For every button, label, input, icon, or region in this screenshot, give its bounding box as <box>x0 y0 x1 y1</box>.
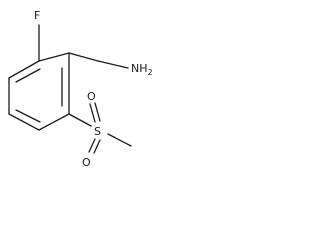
c-ch2-bond <box>68 52 99 62</box>
ch2-n-bond <box>97 60 129 69</box>
ring-bond <box>8 60 40 79</box>
molecule-structure: F NH2 S O O <box>8 9 153 169</box>
ring-bond <box>38 52 70 62</box>
s-o-double-bond-lower <box>88 138 96 153</box>
ring-bond <box>38 113 70 131</box>
benzene-ring <box>8 52 70 131</box>
c-s-bond <box>68 113 92 127</box>
ring-double-bond <box>15 68 41 83</box>
s-o-double-bond-upper <box>94 102 101 122</box>
oxygen-upper-label: O <box>87 90 96 103</box>
oxygen-lower-label: O <box>82 156 91 169</box>
amine-label-main: NH <box>131 62 148 75</box>
ring-bond <box>8 113 40 131</box>
ring-double-bond <box>15 109 41 123</box>
s-o-double-bond-upper <box>89 103 96 123</box>
fluorine-label: F <box>34 9 40 22</box>
s-o-double-bond-lower <box>93 139 101 154</box>
s-ch3-bond <box>107 133 132 147</box>
sulfur-label: S <box>94 125 101 138</box>
amine-label-subscript: 2 <box>148 68 153 77</box>
amine-label: NH2 <box>131 62 153 77</box>
